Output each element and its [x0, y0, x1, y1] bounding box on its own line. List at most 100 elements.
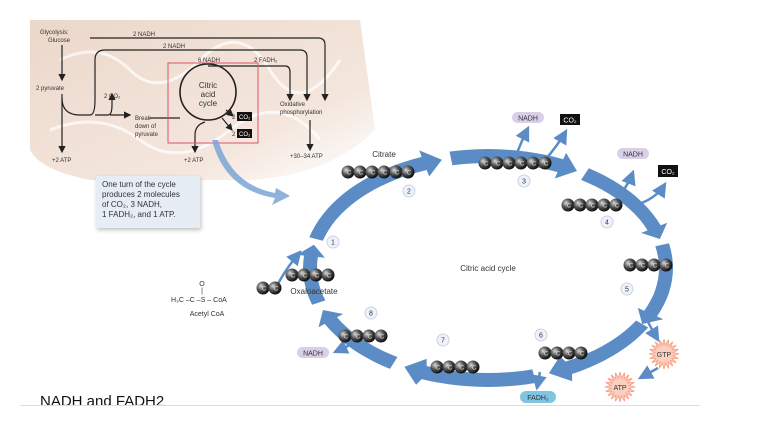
zoom-arrow	[212, 140, 290, 205]
svg-text:NADH: NADH	[623, 152, 643, 159]
carbon-atom	[526, 156, 540, 170]
carbon-atom-label: C	[591, 204, 596, 210]
carbon-atom-label: C	[383, 171, 388, 177]
atp-starburst: ATP	[604, 371, 636, 403]
svg-text:CO₂: CO₂	[563, 118, 577, 125]
carbon-atom	[659, 258, 673, 272]
oxaloacetate-label: Oxaloacetate	[290, 287, 338, 296]
nadh-tag-3: NADH	[512, 112, 544, 123]
step-marker-1	[326, 235, 340, 249]
callout-line: One turn of the cycle	[102, 180, 176, 189]
carbon-atom-label: C	[460, 366, 465, 372]
citrate-label: Citrate	[372, 150, 396, 159]
svg-text:ATP: ATP	[613, 385, 626, 392]
carbon-atom	[597, 198, 611, 212]
gtp-starburst: GTP	[648, 338, 680, 370]
step-marker-5	[620, 282, 634, 296]
carbon-atom	[297, 268, 311, 282]
co2-box-1	[237, 112, 252, 121]
cycle-label-1: Citric	[199, 81, 217, 90]
carbon-atom	[502, 156, 516, 170]
carbon-atom	[538, 346, 552, 360]
carbon-atom-label: C	[653, 264, 658, 270]
svg-text:GTP: GTP	[657, 352, 672, 359]
acetyl-coa-formula: H₃C –C –S – CoA	[171, 297, 227, 304]
acetyl-coa-double-bond: |	[201, 288, 203, 295]
nadh-tag-4: NADH	[617, 148, 649, 159]
co2-count-2: 2	[232, 132, 236, 138]
callout-box: One turn of the cycle produces 2 molecul…	[96, 176, 200, 228]
breakdown-label-3: pyruvate	[135, 132, 159, 138]
carbon-atom-label: C	[368, 335, 373, 341]
cycle-arrow-5	[548, 320, 649, 382]
co2-box-label-1: CO₂	[239, 115, 251, 121]
pyruvate-label: 2 pyruvate	[36, 86, 65, 92]
carbon-atom-label: C	[262, 287, 267, 293]
svg-text:NADH: NADH	[303, 351, 323, 358]
step-marker-2	[402, 184, 416, 198]
carbon-atom-label: C	[544, 352, 549, 358]
carbon-atom	[538, 156, 552, 170]
carbon-atom-label: C	[380, 335, 385, 341]
carbon-atom-label: C	[484, 162, 489, 168]
callout-line: 1 FADH₂, and 1 ATP.	[102, 210, 176, 219]
carbon-atom	[623, 258, 637, 272]
slide-title: NADH and FADH2	[40, 393, 165, 410]
carbon-atom	[454, 360, 468, 374]
carbon-atom-label: C	[356, 335, 361, 341]
nadh-cycle-label: 6 NADH	[198, 58, 220, 64]
carbon-atom	[573, 198, 587, 212]
carbon-atom	[353, 165, 367, 179]
carbon-atom-label: C	[291, 274, 296, 280]
carbon-atom	[561, 198, 575, 212]
carbon-atom-label: C	[395, 171, 400, 177]
carbon-atom	[442, 360, 456, 374]
carbon-atom-label: C	[448, 366, 453, 372]
callout-line: produces 2 molecules	[102, 190, 180, 199]
carbon-atom-label: C	[472, 366, 477, 372]
carbon-atom-label: C	[641, 264, 646, 270]
carbon-atom	[647, 258, 661, 272]
carbon-atom-label: C	[371, 171, 376, 177]
carbon-atom	[350, 329, 364, 343]
carbon-atom-label: C	[629, 264, 634, 270]
cycle-arrow-4	[637, 243, 673, 324]
carbon-atom-label: C	[359, 171, 364, 177]
carbon-atom	[338, 329, 352, 343]
cycle-arrow-1	[309, 150, 442, 241]
carbon-atom	[635, 258, 649, 272]
step-marker-6	[534, 328, 548, 342]
carbon-atom	[268, 281, 282, 295]
overview-arrows	[58, 37, 329, 154]
nadh-tag-8: NADH	[297, 347, 329, 358]
step-marker-7	[436, 333, 450, 347]
breakdown-label-1: Break-	[135, 116, 153, 122]
carbon-atom	[341, 165, 355, 179]
carbon-atom-label: C	[556, 352, 561, 358]
product-arrows	[276, 125, 667, 391]
carbon-atom-label: C	[315, 274, 320, 280]
cycle-center-label: Citric acid cycle	[460, 264, 516, 273]
step-number: 4	[605, 220, 609, 227]
nadh-glycolysis-label: 2 NADH	[133, 32, 155, 38]
carbon-atom-label: C	[603, 204, 608, 210]
carbon-atom-label: C	[496, 162, 501, 168]
step-marker-3	[517, 174, 531, 188]
carbon-atom	[321, 268, 335, 282]
carbon-atom	[377, 165, 391, 179]
glycolysis-label: Glycolysis:	[40, 30, 69, 36]
fadh2-tag: FADH₂	[520, 391, 556, 403]
step-number: 3	[522, 179, 526, 186]
step-marker-8	[364, 306, 378, 320]
oxphos-label-2: phosphorylation	[280, 110, 322, 116]
fadh2-cycle-label: 2 FADH₂	[254, 58, 278, 64]
co2-tag-3: CO₂	[560, 114, 580, 125]
carbon-atom-label: C	[327, 274, 332, 280]
